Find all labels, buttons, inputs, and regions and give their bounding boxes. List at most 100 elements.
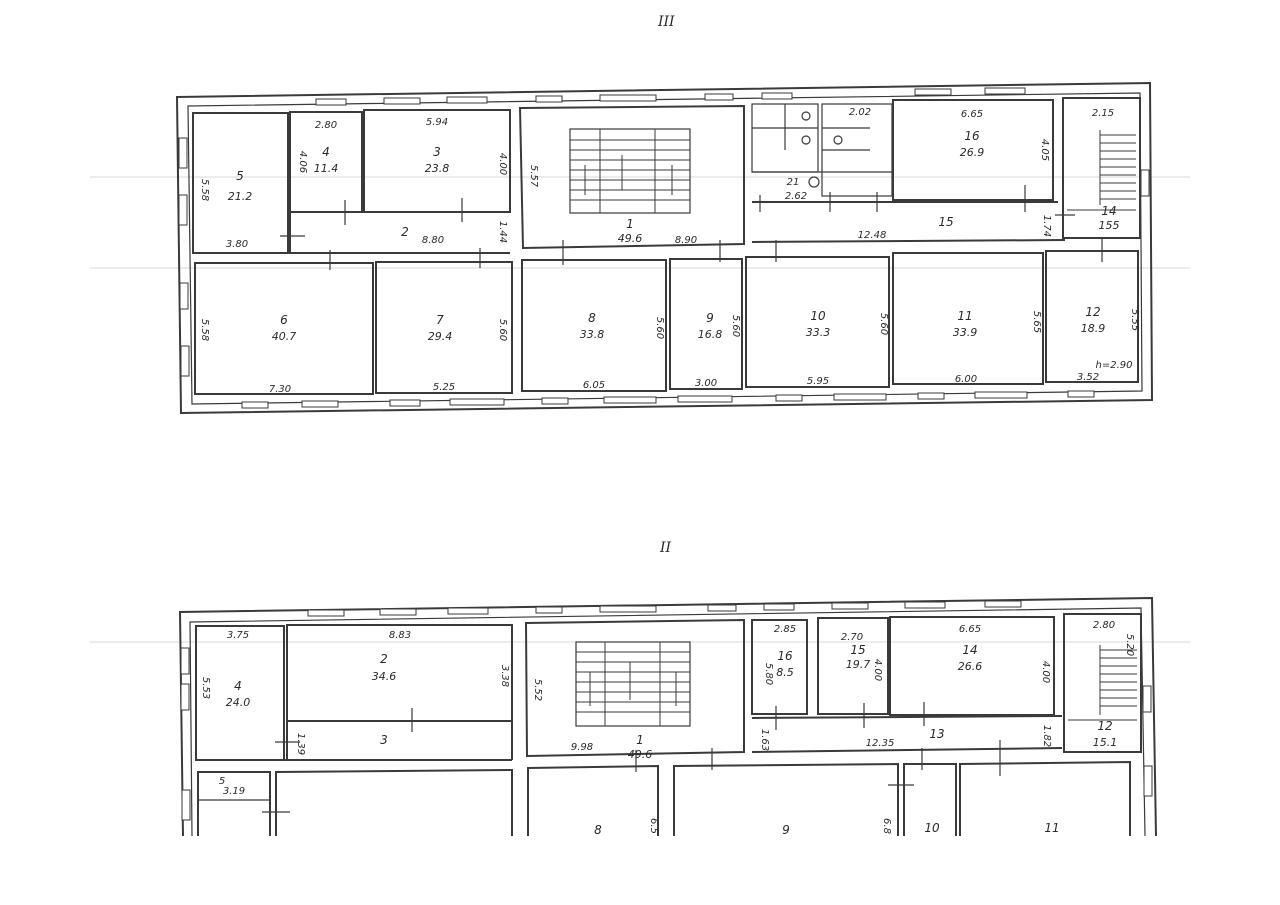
wall-segment [817, 617, 889, 715]
window-opening [446, 96, 488, 104]
window-opening [599, 94, 657, 102]
window-opening [833, 393, 887, 401]
room-area: 33.9 [953, 326, 978, 339]
room-number: 2 [401, 225, 409, 239]
room-number: 13 [929, 727, 944, 741]
window-opening [180, 647, 190, 675]
window-opening [181, 789, 191, 821]
wall-segment [959, 760, 1131, 836]
dimension-label: 2.70 [841, 632, 863, 643]
dimension-label: 5.60 [497, 319, 508, 341]
window-opening [704, 93, 734, 101]
dimension-label: 1.39 [295, 733, 306, 755]
lower-door-ticks [262, 702, 1001, 813]
room-number: 3 [380, 733, 388, 747]
window-opening [178, 194, 188, 226]
room-number: 6 [280, 313, 288, 327]
room-number: 3 [433, 145, 441, 159]
room-number: 2 [380, 652, 388, 666]
dimension-label: 3.38 [499, 665, 510, 687]
room-area: 26.6 [958, 660, 983, 673]
dimension-label: 3.00 [695, 378, 717, 389]
room-area: 16.8 [698, 328, 723, 341]
dimension-label: 5.25 [433, 382, 455, 393]
room-number: 10 [810, 309, 826, 323]
dimension-label: 6.00 [955, 374, 977, 385]
dimension-label: h=2.90 [1096, 360, 1133, 371]
dimension-label: 5.53 [200, 677, 211, 699]
wall-segment [194, 262, 374, 395]
dimension-label: 4.06 [297, 151, 308, 173]
dimension-label: 6.8 [881, 818, 892, 834]
room-area: 33.3 [806, 326, 831, 339]
upper-dimensions: 2.80 5.94 6.65 2.15 4.06 5.58 4.00 5.57 … [199, 107, 1140, 395]
room-area: 26.9 [960, 146, 985, 159]
room-number: 10 [924, 821, 940, 835]
window-opening [447, 607, 489, 615]
dimension-label: 12.35 [866, 738, 895, 749]
window-opening [1067, 390, 1095, 398]
wall-segment [275, 768, 513, 836]
dimension-label: 2.85 [774, 624, 796, 635]
wall-segment [527, 764, 659, 836]
dimension-label: 5.94 [426, 117, 448, 128]
room-number: 14 [1101, 204, 1116, 218]
window-opening [535, 95, 563, 103]
room-area: 155 [1099, 219, 1120, 232]
room-area: 24.0 [226, 696, 251, 709]
wall-segment [745, 256, 890, 388]
upper-side-stair [1067, 130, 1136, 211]
wall-segment [518, 104, 745, 250]
window-opening [241, 401, 269, 409]
room-area: 49.6 [618, 232, 643, 245]
fixture-symbol [833, 135, 843, 145]
room-number: 16 [777, 649, 793, 663]
upper-windows-bottom [241, 390, 1095, 409]
room-number: 4 [322, 145, 330, 159]
fixture-symbol [801, 111, 811, 121]
wall-segment [751, 715, 1063, 719]
room-area: 21.2 [228, 190, 253, 203]
dimension-label: 5.52 [532, 679, 543, 701]
window-opening [707, 604, 737, 612]
dimension-label: 5.80 [763, 663, 774, 685]
window-opening [541, 397, 569, 405]
wall-segment [751, 747, 1063, 753]
dimension-label: 1.44 [497, 221, 508, 243]
wall-segment [673, 762, 899, 836]
fixture-symbol [801, 135, 811, 145]
wall-segment [187, 92, 1143, 405]
room-number: 21 [787, 177, 800, 188]
room-number: 16 [964, 129, 980, 143]
upper-floor-title: III [657, 14, 675, 30]
wall-segment [892, 252, 1044, 385]
wall-segment [175, 81, 1154, 415]
room-area: 33.8 [580, 328, 605, 341]
room-number: 9 [706, 311, 714, 325]
room-number: 12 [1085, 305, 1100, 319]
window-opening [1143, 765, 1153, 797]
wall-segment [751, 239, 1066, 243]
fixture-symbol [808, 176, 820, 188]
window-opening [914, 88, 952, 96]
room-number: 1 [636, 733, 644, 747]
dimension-label: 5.60 [878, 313, 889, 335]
dimension-label: 2.02 [849, 107, 871, 118]
window-opening [383, 97, 421, 105]
room-number: 7 [436, 313, 444, 327]
lower-side-stair [1068, 645, 1137, 721]
dimension-label: 2.15 [1092, 108, 1114, 119]
dimension-label: 5.60 [654, 317, 665, 339]
dimension-label: 2.80 [315, 120, 337, 131]
window-opening [974, 391, 1028, 399]
room-number: 15 [850, 643, 865, 657]
wall-segment [189, 607, 1146, 837]
dimension-label: 2.62 [785, 191, 807, 202]
dimension-label: 3.52 [1077, 372, 1099, 383]
window-opening [307, 609, 345, 617]
window-opening [301, 400, 339, 408]
upper-windows-top [315, 87, 1026, 106]
window-opening [917, 392, 945, 400]
window-opening [761, 92, 793, 100]
room-number: 12 [1097, 719, 1112, 733]
